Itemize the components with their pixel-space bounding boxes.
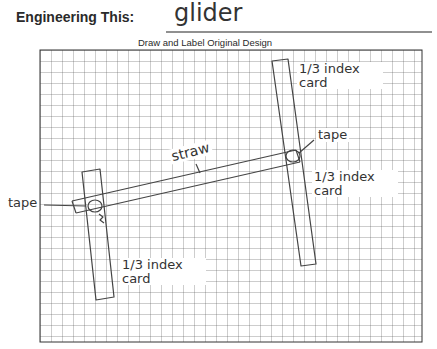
tape-mark (88, 200, 102, 212)
answer-underline (166, 31, 432, 32)
part-label: tape (6, 196, 39, 210)
tape-squiggle (99, 214, 104, 223)
card-piece (272, 59, 316, 266)
leader-line (299, 140, 314, 153)
leader-line (196, 164, 200, 173)
sketch-lines (44, 59, 316, 300)
part-label: tape (316, 128, 349, 142)
graph-grid (40, 50, 422, 342)
tape-mark (286, 150, 300, 162)
leader-line (44, 205, 86, 206)
handwritten-answer: glider (172, 1, 244, 26)
part-label: 1/3 index card (297, 62, 383, 89)
part-label: 1/3 index card (120, 258, 206, 285)
part-label: 1/3 index card (312, 170, 398, 197)
straw-line (76, 162, 300, 213)
worksheet-heading: Engineering This: (16, 10, 134, 25)
straw-end (72, 201, 76, 213)
worksheet-instruction: Draw and Label Original Design (138, 38, 272, 48)
card-piece (82, 169, 114, 300)
